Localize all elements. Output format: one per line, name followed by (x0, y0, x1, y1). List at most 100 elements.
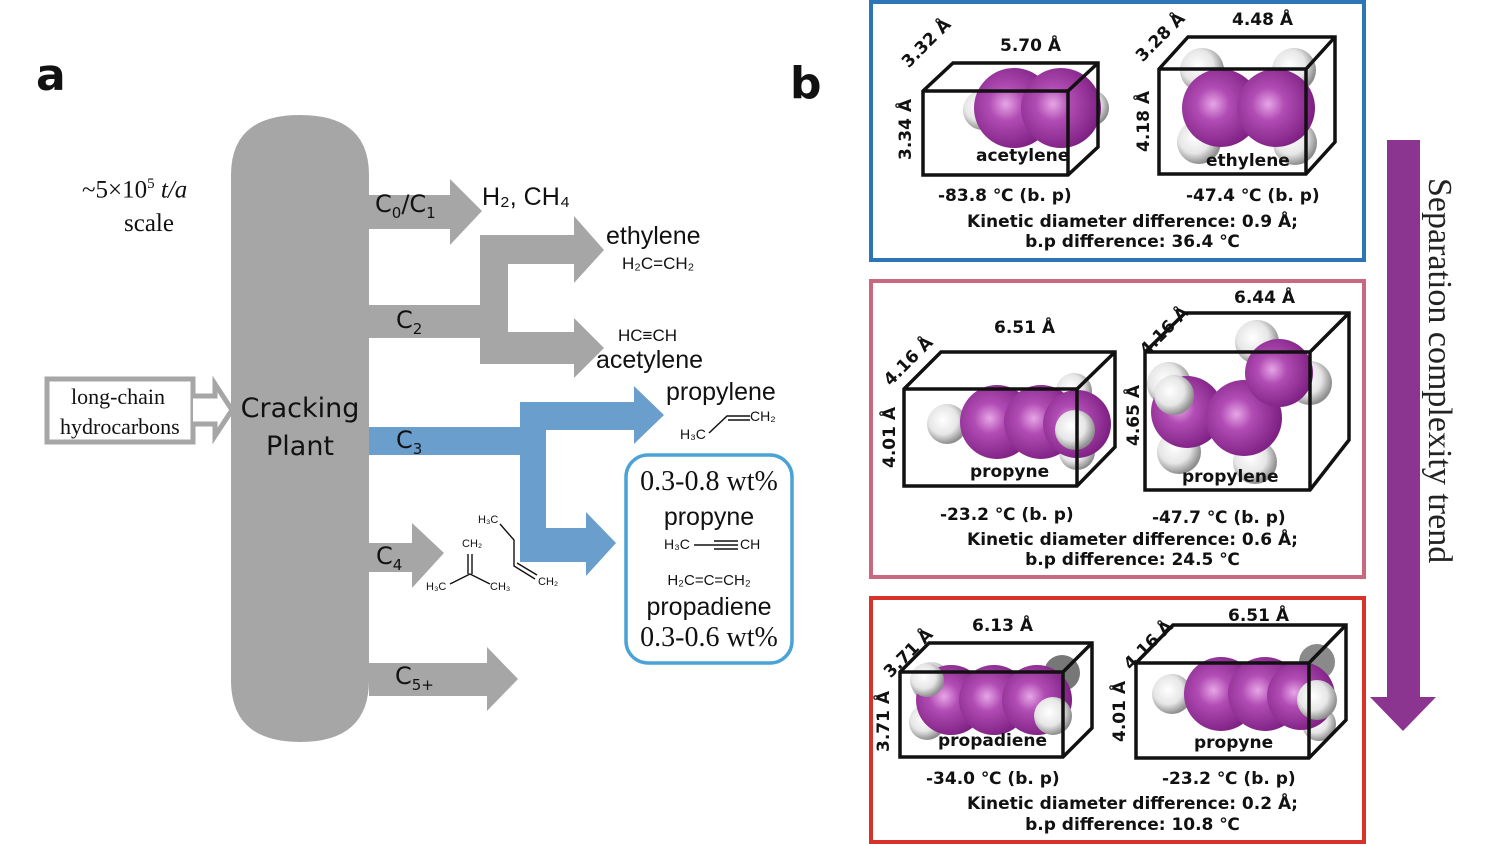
hydrogen-atom (1154, 375, 1194, 415)
stream-c: C (376, 542, 393, 570)
propyne2-name-label: propyne (1194, 733, 1274, 753)
acetylene-bp: -83.8 ℃ (b. p) (938, 186, 1072, 206)
acetylene-model (921, 61, 1109, 177)
isobutene-ch3: CH₃ (490, 581, 511, 593)
propyne-wt: 0.3-0.8 wt% (640, 466, 778, 497)
hydrogen-atom (910, 663, 944, 697)
stream-sep: /C (401, 190, 427, 218)
hydrogen-atom (1034, 697, 1072, 735)
propadiene-wt: 0.3-0.6 wt% (640, 622, 778, 653)
hydrogen-atom (927, 404, 967, 444)
propadiene-formula: H₂C=C=CH₂ (667, 572, 751, 589)
propadiene-name-label: propadiene (938, 731, 1048, 751)
scale-annotation: ~5×105 t/a (82, 176, 187, 204)
product-ethylene-name: ethylene (606, 222, 701, 250)
scale-unit: t/a (160, 176, 188, 204)
panel-a-label: a (36, 50, 66, 101)
stream-sub: 4 (392, 555, 403, 574)
propyne-bp: -23.2 ℃ (b. p) (940, 505, 1074, 525)
stream-c: C (396, 306, 413, 334)
acetylene-length: 5.70 Å (1000, 36, 1062, 56)
propyne2-height: 4.01 Å (1110, 680, 1130, 742)
group2-bp-diff: b.p difference: 24.5 ℃ (1025, 550, 1240, 570)
propylene-bond (708, 415, 750, 434)
ethylene-height: 4.18 Å (1134, 90, 1154, 152)
stream-sub: 2 (412, 319, 423, 338)
stream-sub: 0 (391, 203, 402, 222)
ethylene-bp: -47.4 ℃ (b. p) (1186, 186, 1320, 206)
scale-word: scale (124, 210, 174, 237)
product-ethylene-formula: H₂C=CH₂ (622, 254, 695, 273)
product-h2-ch4: H₂, CH₄ (482, 183, 570, 211)
propyne-box-2 (1134, 623, 1348, 760)
hydrogen-atom (1297, 680, 1337, 720)
butene-ch2: CH₂ (538, 576, 559, 588)
stream-label-c3: C3 (396, 426, 422, 458)
stream-label-c0c1: C0/C1 (375, 190, 436, 222)
butene-bond (499, 523, 536, 580)
propyne2-length: 6.51 Å (1228, 606, 1290, 626)
trend-label: Separation complexity trend (1421, 178, 1458, 564)
c2-arrow (369, 216, 604, 378)
product-acetylene-formula: HC≡CH (618, 326, 678, 345)
acetylene-box (921, 61, 1100, 177)
impurity-box (624, 453, 794, 665)
propyne-formula-ch: CH (740, 536, 761, 552)
flow-diagram (44, 115, 794, 742)
propadiene-bp: -34.0 ℃ (b. p) (926, 769, 1060, 789)
propadiene-model (898, 641, 1094, 759)
carbon-atom (1182, 69, 1260, 147)
stream-label-c4: C4 (376, 542, 402, 574)
propylene-name-label: propylene (1182, 467, 1279, 487)
propadiene-box (898, 641, 1094, 759)
propylene-bp: -47.7 ℃ (b. p) (1152, 508, 1286, 528)
product-propylene-name: propylene (666, 378, 776, 406)
trend-arrow-icon (1370, 140, 1436, 731)
propyne2-bp: -23.2 ℃ (b. p) (1162, 769, 1296, 789)
product-acetylene-name: acetylene (596, 346, 704, 374)
group3-kinetic-diff: Kinetic diameter difference: 0.2 Å; (967, 794, 1298, 814)
propylene-length: 6.44 Å (1234, 288, 1296, 308)
plant-label-line1: Cracking (240, 393, 360, 424)
propyne-height: 4.01 Å (880, 406, 900, 468)
carbon-atom (1021, 68, 1101, 148)
butene-bond (516, 562, 538, 576)
butene-h3c: H₃C (478, 514, 499, 526)
propadiene-name: propadiene (646, 593, 772, 621)
hydrogen-atom (1055, 410, 1095, 450)
c5plus-arrow (369, 647, 518, 711)
propylene-height: 4.65 Å (1124, 384, 1144, 446)
carbon-atom (1237, 69, 1315, 147)
propyne-length: 6.51 Å (994, 318, 1056, 338)
acetylene-height: 3.34 Å (896, 98, 916, 160)
propyne-name-label: propyne (970, 462, 1050, 482)
propyne-name: propyne (663, 503, 755, 531)
propyne-model-1 (902, 350, 1117, 488)
scale-exponent: 5 (147, 176, 155, 192)
c4-arrow (369, 523, 444, 588)
propyne-model-2 (1134, 623, 1348, 760)
stream-c: C (395, 662, 412, 690)
c0c1-arrow (369, 179, 482, 245)
feed-label-line1: long-chain (70, 384, 166, 409)
scale-value: ~5×10 (82, 176, 148, 204)
stream-c: C (375, 190, 392, 218)
c3-arrow (369, 386, 664, 576)
carbon-atom (1245, 339, 1313, 407)
acetylene-name-label: acetylene (976, 146, 1070, 166)
propylene-box (1143, 311, 1351, 492)
isobutene-bond (449, 573, 491, 585)
group3-bp-diff: b.p difference: 10.8 ℃ (1025, 815, 1240, 835)
propadiene-length: 6.13 Å (972, 616, 1034, 636)
feed-arrow (193, 375, 235, 445)
group-box-c2 (869, 0, 1366, 262)
group2-kinetic-diff: Kinetic diameter difference: 0.6 Å; (967, 530, 1298, 550)
trend-arrow-shape (1370, 140, 1436, 731)
isobutene-ch2: CH₂ (462, 538, 483, 550)
stream-label-c5plus: C5+ (395, 662, 434, 694)
hydrogen-atom (1152, 674, 1192, 714)
molecule-graphics (898, 35, 1351, 760)
propylene-formula-h3c: H₃C (680, 426, 706, 442)
panel-b-label: b (790, 58, 822, 109)
ethylene-box (1157, 35, 1337, 176)
